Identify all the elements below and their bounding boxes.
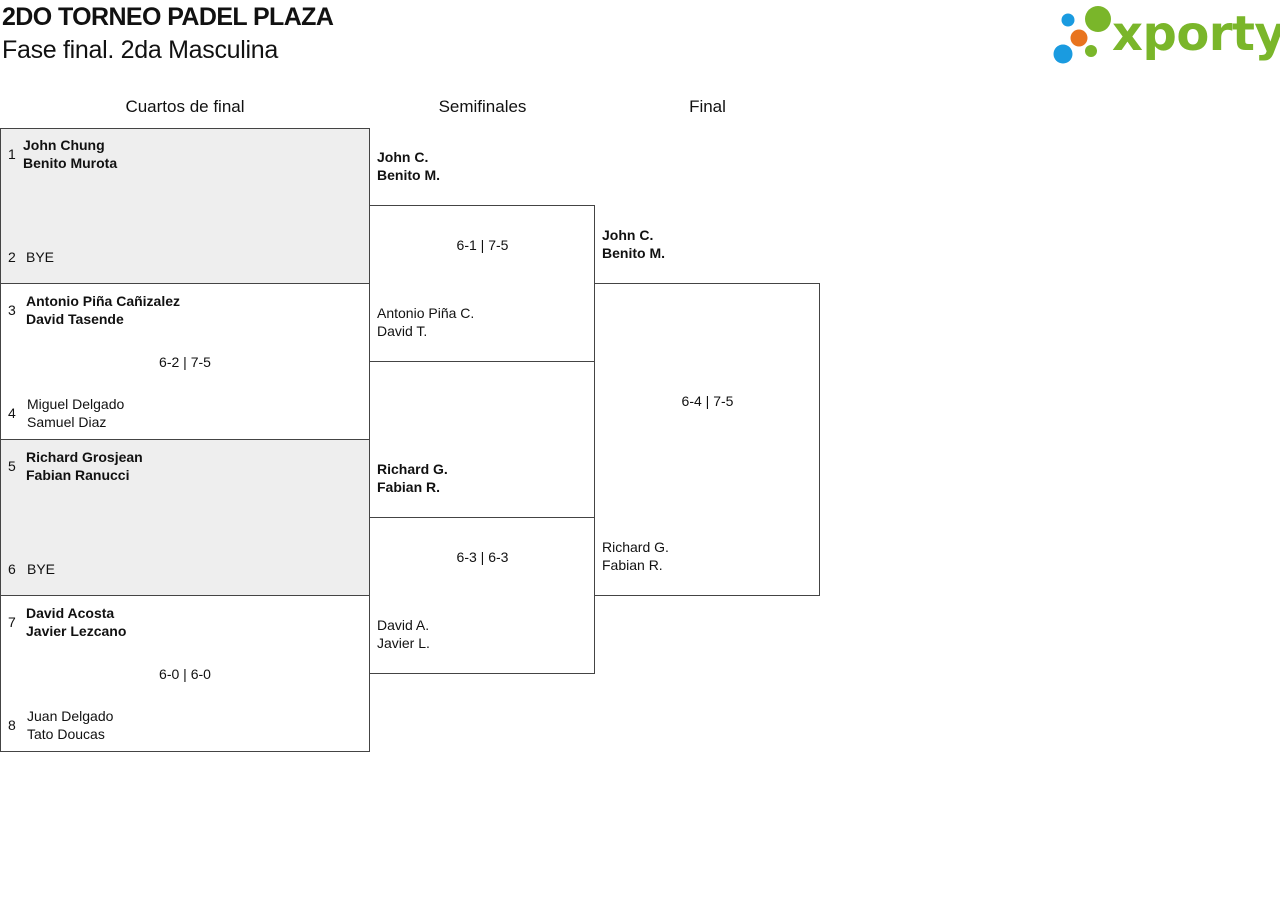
- quarterfinal-1-team-top: John Chung Benito Murota: [23, 136, 117, 172]
- player-name: John C.: [602, 227, 654, 243]
- quarterfinal-match-3: [0, 439, 370, 596]
- player-name: Fabian Ranucci: [26, 467, 130, 483]
- player-name: Fabian R.: [377, 479, 441, 495]
- player-name: Juan Delgado: [27, 708, 114, 724]
- seed-number: 1: [8, 146, 16, 162]
- player-name: Antonio Piña Cañizalez: [26, 293, 181, 309]
- seed-number: 2: [8, 249, 16, 265]
- match-score: 6-4 | 7-5: [681, 393, 734, 409]
- player-name: David Tasende: [26, 311, 124, 327]
- player-name: John C.: [377, 149, 429, 165]
- final-team-bottom: Richard G. Fabian R.: [602, 538, 669, 574]
- player-name: John Chung: [23, 137, 105, 153]
- semifinal-2-team-top: Richard G. Fabian R.: [377, 460, 448, 496]
- player-name: David A.: [377, 617, 430, 633]
- quarterfinal-4-team-bottom: Juan Delgado Tato Doucas: [27, 707, 113, 743]
- player-name: Richard Grosjean: [26, 449, 143, 465]
- seed-number: 8: [8, 717, 16, 733]
- player-name: Tato Doucas: [27, 726, 105, 742]
- player-name: Richard G.: [377, 461, 448, 477]
- player-name: Samuel Diaz: [27, 414, 107, 430]
- quarterfinal-3-team-bottom: BYE: [27, 560, 55, 578]
- seed-number: 3: [8, 302, 16, 318]
- semifinal-1-team-top: John C. Benito M.: [377, 148, 440, 184]
- quarterfinal-4-team-top: David Acosta Javier Lezcano: [26, 604, 126, 640]
- xporty-logo-text: xporty: [1112, 6, 1280, 62]
- seed-number: 7: [8, 614, 16, 630]
- player-name: David T.: [377, 323, 428, 339]
- quarterfinal-2-team-top: Antonio Piña Cañizalez David Tasende: [26, 292, 180, 328]
- bye-label: BYE: [26, 249, 55, 265]
- final-match: [594, 283, 820, 596]
- quarterfinal-1-team-bottom: BYE: [26, 248, 54, 266]
- player-name: Richard G.: [602, 539, 669, 555]
- round-header-semifinals: Semifinales: [438, 97, 527, 116]
- player-name: Fabian R.: [602, 557, 663, 573]
- xporty-dots-icon: [1053, 6, 1111, 64]
- player-name: Miguel Delgado: [27, 396, 125, 412]
- seed-number: 5: [8, 458, 16, 474]
- quarterfinal-match-1: [0, 128, 370, 284]
- round-header-quarterfinals: Cuartos de final: [125, 97, 245, 116]
- player-name: Benito M.: [377, 167, 440, 183]
- player-name: Antonio Piña C.: [377, 305, 475, 321]
- quarterfinal-3-team-top: Richard Grosjean Fabian Ranucci: [26, 448, 143, 484]
- player-name: Javier L.: [377, 635, 430, 651]
- bracket-subtitle: Fase final. 2da Masculina: [2, 36, 278, 64]
- match-score: 6-1 | 7-5: [456, 237, 509, 253]
- match-score: 6-2 | 7-5: [159, 354, 211, 370]
- tournament-title: 2DO TORNEO PADEL PLAZA: [2, 3, 334, 31]
- final-team-top: John C. Benito M.: [602, 226, 665, 262]
- xporty-logo: xporty: [1050, 4, 1280, 68]
- player-name: David Acosta: [26, 605, 115, 621]
- quarterfinal-2-team-bottom: Miguel Delgado Samuel Diaz: [27, 395, 124, 431]
- semifinal-2-team-bottom: David A. Javier L.: [377, 616, 430, 652]
- match-score: 6-3 | 6-3: [456, 549, 509, 565]
- seed-number: 6: [8, 561, 16, 577]
- bye-label: BYE: [27, 561, 56, 577]
- seed-number: 4: [8, 405, 16, 421]
- player-name: Benito M.: [602, 245, 665, 261]
- player-name: Javier Lezcano: [26, 623, 127, 639]
- match-score: 6-0 | 6-0: [159, 666, 211, 682]
- semifinal-1-team-bottom: Antonio Piña C. David T.: [377, 304, 474, 340]
- round-header-final: Final: [689, 97, 726, 116]
- player-name: Benito Murota: [23, 155, 118, 171]
